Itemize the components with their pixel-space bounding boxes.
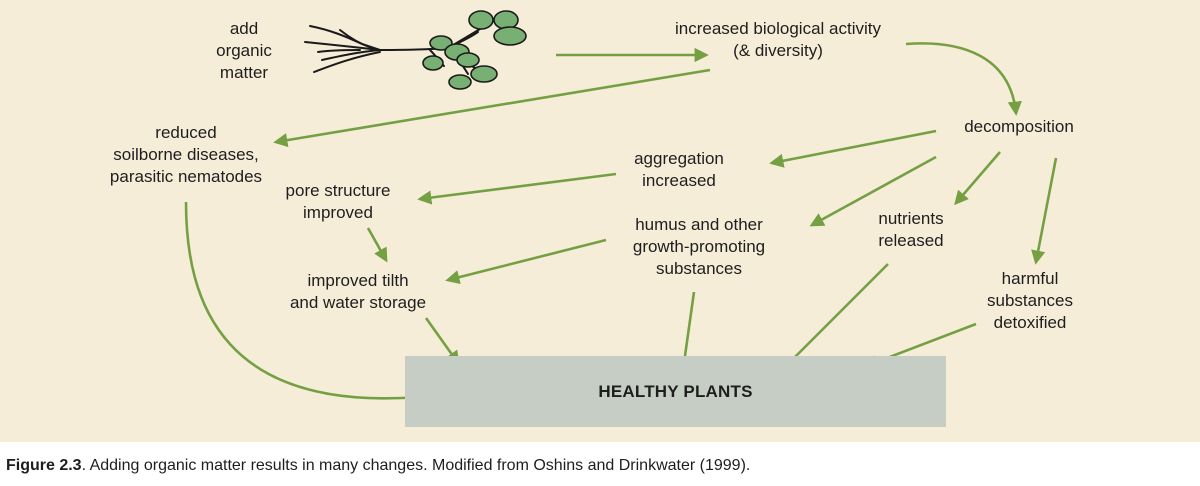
arrow-activity-to-reduced-diseases: [273, 68, 711, 148]
arrow-decomposition-to-nutrients: [954, 151, 1001, 206]
caption-text: . Adding organic matter results in many …: [81, 457, 751, 474]
biological-activity-label: increased biological activity (& diversi…: [675, 19, 881, 60]
pore-structure-label: pore structure improved: [285, 181, 391, 222]
diagram-figure: add organic matter increased biological …: [0, 0, 1200, 442]
arrow-decomposition-to-harmful: [1031, 157, 1058, 265]
arrow-decomposition-to-humus: [809, 155, 937, 227]
arrow-activity-to-decomposition: [905, 42, 1022, 116]
reduced-diseases-label: reduced soilborne diseases, parasitic ne…: [109, 123, 263, 186]
figure-caption: Figure 2.3. Adding organic matter result…: [6, 457, 750, 475]
caption-label: Figure 2.3: [6, 457, 82, 474]
arrow-decomposition-to-aggregation: [769, 129, 937, 168]
arrow-pore-to-tilth: [366, 227, 388, 263]
tilth-label: improved tilth and water storage: [289, 271, 427, 312]
plant-with-roots-icon: [304, 10, 527, 90]
humus-label: humus and other growth-promoting substan…: [632, 215, 766, 278]
healthy-plants-box: HEALTHY PLANTS: [405, 356, 946, 427]
arrow-tilth-to-healthy: [424, 317, 460, 366]
arrow-reduced-to-healthy: [184, 201, 443, 404]
arrow-humus-to-tilth: [445, 238, 607, 285]
healthy-plants-label: HEALTHY PLANTS: [598, 381, 753, 401]
aggregation-label: aggregation increased: [634, 149, 724, 190]
nutrients-label: nutrients released: [878, 209, 944, 250]
harmful-label: harmful substances detoxified: [987, 269, 1073, 332]
add-organic-matter-label: add organic matter: [216, 19, 272, 82]
diagram-arrows: [184, 10, 1058, 404]
arrow-nutrients-to-healthy: [779, 263, 889, 373]
arrow-aggregation-to-pore: [417, 172, 617, 205]
decomposition-label: decomposition: [964, 117, 1074, 136]
